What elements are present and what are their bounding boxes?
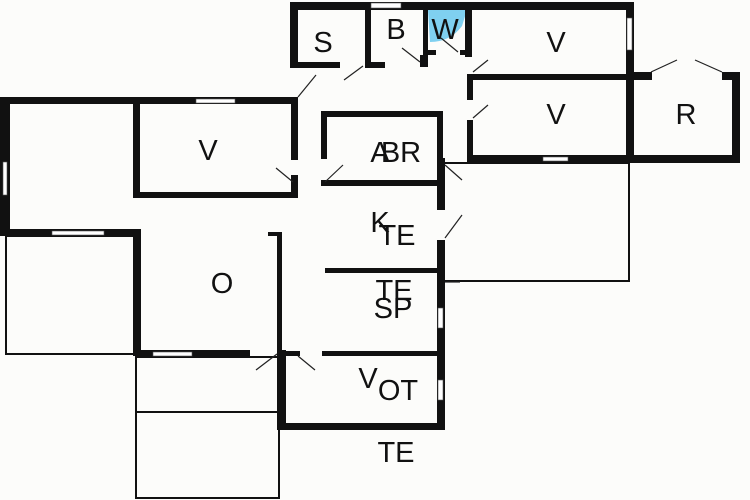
room-label-r: R [676,99,697,131]
room-label-ot: OT [378,375,419,407]
room-label-te-mid: TE [375,275,412,307]
room-label-s: S [313,27,332,59]
room-label-k: K [370,207,390,239]
room-label-w: W [431,14,459,46]
room-label-te-kitchen: TE [378,220,415,252]
room-label-b: B [386,14,405,46]
room-label-v-mid-right: V [546,99,566,131]
room-label-br: BR [381,137,421,169]
room-label-a: A [370,137,390,169]
room-labels: S B W V V R V A BR K TE O TE SP V OT TE [198,14,696,469]
room-label-v-top-right: V [546,27,566,59]
door-swings [255,37,723,371]
room-label-o: O [211,268,234,300]
room-label-sp: SP [374,293,413,325]
windows [2,2,633,401]
room-label-v-left: V [198,135,218,167]
room-label-v-lower: V [358,363,378,395]
highlighted-room-w [428,10,467,42]
room-label-te-bottom: TE [377,437,414,469]
